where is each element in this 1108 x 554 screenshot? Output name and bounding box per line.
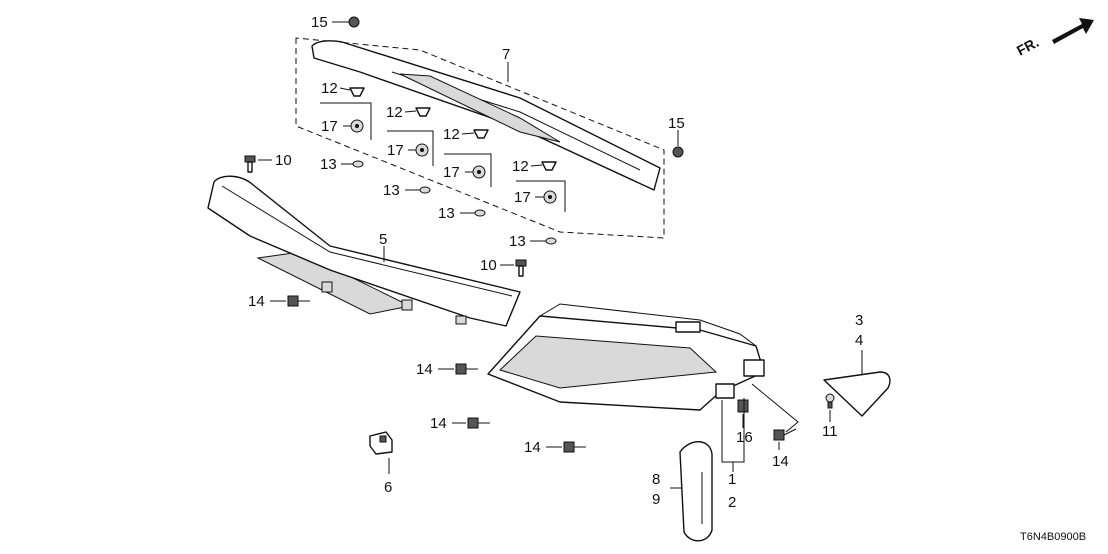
callout-8: 8 — [652, 471, 660, 488]
callout-16: 16 — [736, 429, 753, 446]
callout-15a: 15 — [311, 14, 328, 31]
callout-14c: 14 — [430, 415, 447, 432]
callout-10b: 10 — [480, 257, 497, 274]
callout-12a: 12 — [321, 80, 338, 97]
callout-12d: 12 — [512, 158, 529, 175]
callout-13c: 13 — [438, 205, 455, 222]
callout-10a: 10 — [275, 152, 292, 169]
part-3-4-corner-trim — [823, 371, 891, 417]
callout-11: 11 — [822, 423, 838, 440]
callout-2: 2 — [728, 494, 736, 511]
screw-10-icon — [244, 155, 527, 277]
part-5-lower-panel — [207, 175, 521, 327]
callout-17c: 17 — [443, 164, 460, 181]
callout-9: 9 — [652, 491, 660, 508]
callout-14d: 14 — [524, 439, 541, 456]
callout-4: 4 — [855, 332, 863, 349]
callout-1: 1 — [728, 471, 736, 488]
callout-17a: 17 — [321, 118, 338, 135]
clip-11-icon — [825, 393, 835, 409]
callout-5: 5 — [379, 231, 387, 248]
part-7-upper-garnish — [295, 37, 665, 239]
part-6-bracket — [369, 431, 393, 455]
callout-13d: 13 — [509, 233, 526, 250]
callout-13b: 13 — [383, 182, 400, 199]
callout-14b: 14 — [416, 361, 433, 378]
part-8-9-side-lid — [679, 441, 713, 542]
grommet-17-icon — [350, 119, 557, 204]
callout-14e: 14 — [772, 453, 789, 470]
part-1-2-main-housing — [487, 303, 765, 413]
callout-15b: 15 — [668, 115, 685, 132]
direction-label: FR. — [1014, 34, 1041, 59]
callout-17d: 17 — [514, 189, 531, 206]
callout-12c: 12 — [443, 126, 460, 143]
callout-7: 7 — [502, 46, 510, 63]
clip-12-icon — [349, 87, 557, 171]
callout-12b: 12 — [386, 104, 403, 121]
clip-15-icon — [348, 16, 684, 158]
bolt-14-icon — [287, 295, 797, 453]
callout-17b: 17 — [387, 142, 404, 159]
diagram-code: T6N4B0900B — [1020, 531, 1086, 543]
front-direction-arrow-icon — [1052, 18, 1094, 44]
callout-14a: 14 — [248, 293, 265, 310]
callout-3: 3 — [855, 312, 863, 329]
callout-6: 6 — [384, 479, 392, 496]
callout-13a: 13 — [320, 156, 337, 173]
